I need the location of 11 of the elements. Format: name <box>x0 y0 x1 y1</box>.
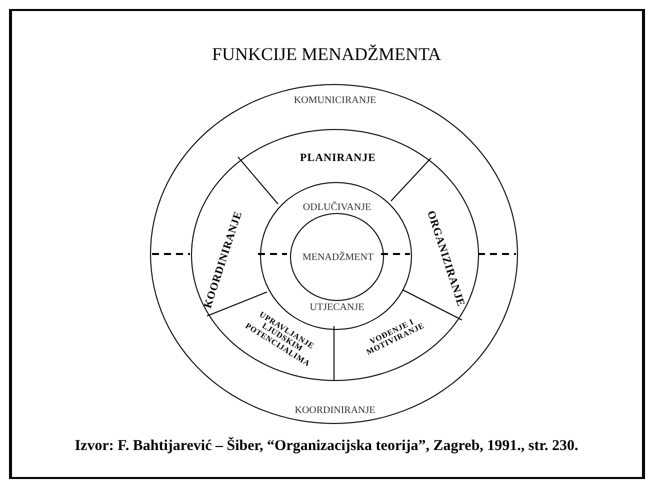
circle <box>150 84 518 424</box>
sector-label: PLANIRANJE <box>278 153 398 165</box>
circle-label: UTJECANJE <box>310 303 364 313</box>
title: FUNKCIJE MENADŽMENTA <box>210 44 442 65</box>
circle <box>191 129 479 381</box>
circle-label: KOORDINIRANJE <box>294 406 376 416</box>
circle-label: MENADŽMENT <box>302 253 374 263</box>
caption: Izvor: F. Bahtijarević – Šiber, “Organizacijska teorija”, Zagreb, 1991., str. 230. <box>74 436 580 456</box>
circle-label: ODLUČIVANJE <box>302 203 372 213</box>
circle-label: KOMUNICIRANJE <box>294 96 376 106</box>
circle <box>290 213 384 301</box>
